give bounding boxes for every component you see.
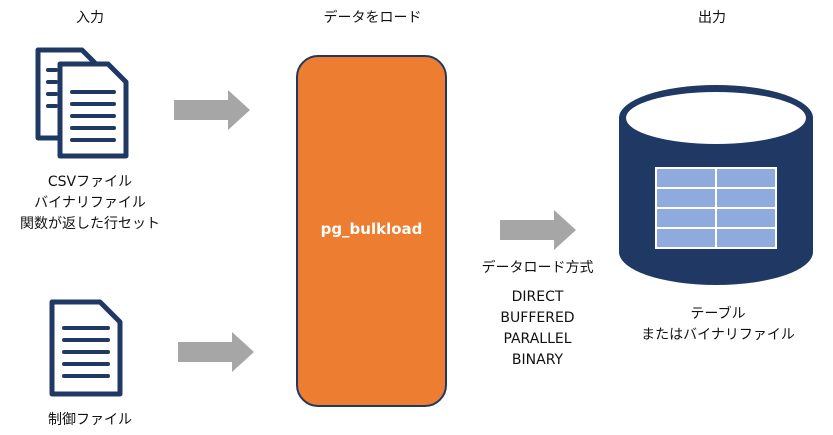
load-header: データをロード <box>323 10 422 26</box>
output-header: 出力 <box>698 10 726 26</box>
load-method-title: データロード方式 <box>481 260 594 276</box>
control-file-label: 制御ファイル <box>48 412 132 428</box>
input-header: 入力 <box>76 10 104 26</box>
database-icon <box>619 85 813 285</box>
pg-bulkload-box <box>296 55 447 407</box>
arrow-right-icon <box>174 90 250 130</box>
output-table-label: テーブル <box>690 306 746 322</box>
documents-icon <box>35 47 129 159</box>
arrow-right-icon <box>500 210 576 250</box>
pg-bulkload-label: pg_bulkload <box>320 220 423 238</box>
load-method-parallel: PARALLEL <box>503 331 572 347</box>
output-labels: テーブル またはバイナリファイル <box>628 304 808 346</box>
document-icon <box>49 299 123 397</box>
load-method-list: DIRECT BUFFERED PARALLEL BINARY <box>470 287 605 371</box>
input-type-function-rows: 関数が返した行セット <box>20 216 160 232</box>
input-file-types: CSVファイル バイナリファイル 関数が返した行セット <box>0 172 180 235</box>
output-binary-label: またはバイナリファイル <box>641 327 795 343</box>
input-type-csv: CSVファイル <box>47 174 133 190</box>
arrow-right-icon <box>178 332 254 372</box>
load-method-binary: BINARY <box>511 352 564 368</box>
load-method-direct: DIRECT <box>511 289 564 305</box>
load-method-buffered: BUFFERED <box>500 310 575 326</box>
input-type-binary: バイナリファイル <box>34 195 146 211</box>
